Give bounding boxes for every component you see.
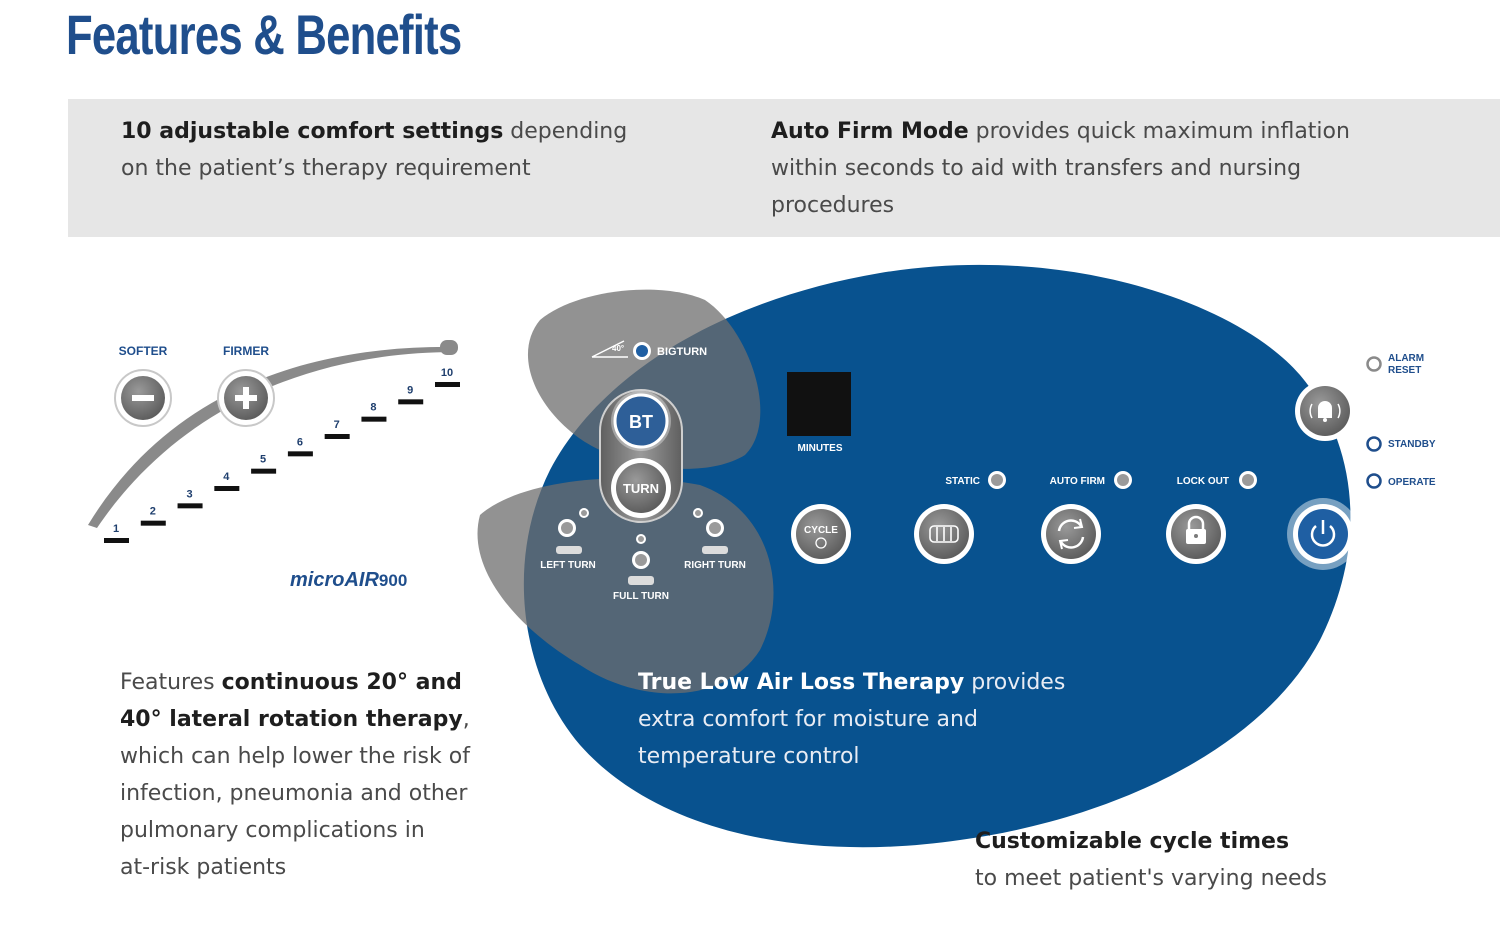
right-turn-indicator [693,508,728,554]
angle-icon: 40° [591,340,628,358]
bigturn-indicator [633,342,651,360]
softer-button[interactable] [114,369,172,427]
cycle-button[interactable]: CYCLE [791,504,851,564]
comfort-step-label: 2 [150,506,156,518]
clock-icon [815,537,827,549]
comfort-arc [88,346,455,528]
firmer-label: FIRMER [223,344,269,358]
comfort-step-bar [214,486,240,491]
firmer-button[interactable] [217,369,275,427]
bell-icon [1309,401,1341,422]
grey-blob-top [527,289,761,469]
comfort-step-label: 1 [113,523,119,535]
static-label: STATIC [945,476,980,487]
page-title: Features & Benefits [66,3,462,66]
comfort-step-bar [324,434,350,439]
comfort-step-bar [177,503,203,509]
static-indicator [988,471,1006,489]
comfort-step-label: 10 [441,367,453,379]
feature-rotation-therapy: Features continuous 20° and 40° lateral … [120,670,470,880]
lock-icon [1186,515,1206,544]
svg-text:BT: BT [629,412,653,432]
auto-firm-indicator [1114,471,1132,489]
bigturn-label: BIGTURN [657,346,707,358]
left-turn-indicator [556,508,589,554]
comfort-step-bar [287,451,313,457]
alarm-label: ALARM [1388,353,1424,364]
feature-auto-firm: Auto Firm Mode provides quick maximum in… [771,119,1350,218]
comfort-step-bar [104,538,129,543]
operate-indicator [1365,472,1383,490]
feature-low-air-loss: True Low Air Loss Therapy provides extra… [638,670,1066,769]
static-button[interactable] [914,504,974,564]
comfort-step-bar [398,399,424,405]
lock-out-indicator [1239,471,1257,489]
bt-button[interactable]: BT [611,391,671,451]
full-turn-label: FULL TURN [613,591,669,602]
lock-out-label: LOCK OUT [1177,476,1229,487]
right-turn-label: RIGHT TURN [684,560,746,571]
full-turn-indicator [628,534,654,585]
left-turn-label: LEFT TURN [540,560,596,571]
operate-label: OPERATE [1388,477,1436,488]
standby-indicator [1365,435,1383,453]
comfort-step-label: 7 [334,419,340,431]
standby-label: STANDBY [1388,439,1436,450]
comfort-step-label: 5 [260,454,266,466]
alarm-reset-button[interactable] [1295,381,1355,441]
power-icon [1310,520,1336,547]
grey-blob-bottom [477,478,774,694]
comfort-step-label: 8 [370,402,376,414]
alarm-indicator [1365,355,1383,373]
power-button[interactable] [1287,498,1359,570]
turn-button[interactable]: TURN [611,458,671,518]
feature-cycle-times: Customizable cycle times to meet patient… [975,829,1328,891]
refresh-icon [1057,518,1085,550]
svg-text:TURN: TURN [623,481,659,496]
minutes-label: MINUTES [798,443,843,454]
svg-text:CYCLE: CYCLE [804,525,838,536]
mattress-icon [929,525,959,543]
comfort-step-label: 4 [223,471,230,483]
comfort-step-label: 9 [407,384,413,396]
svg-text:40°: 40° [612,344,624,353]
minutes-display [787,372,851,436]
comfort-step-bar [140,520,166,526]
feature-band [68,99,1500,237]
brand-logo: microAIR900 [290,569,407,591]
comfort-step-bar [435,382,460,387]
reset-label: RESET [1388,365,1421,376]
comfort-step-bar [361,416,387,422]
lock-out-button[interactable] [1166,504,1226,564]
softer-label: SOFTER [119,344,168,358]
auto-firm-label: AUTO FIRM [1050,476,1105,487]
comfort-step-bar [251,468,277,474]
comfort-step-label: 6 [297,436,303,448]
comfort-step-label: 3 [186,488,192,500]
feature-comfort-settings: 10 adjustable comfort settings depending… [121,119,628,181]
comfort-steps: 1 2 3 4 5 6 7 8 9 10 [104,367,460,543]
auto-firm-button[interactable] [1041,504,1101,564]
